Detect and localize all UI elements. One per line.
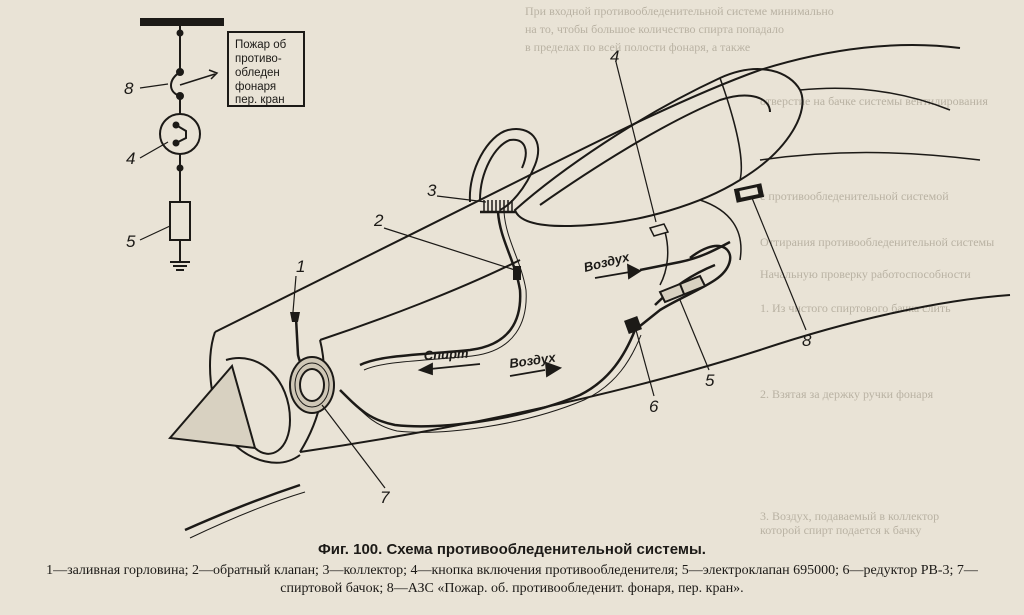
canopy-outline (513, 68, 804, 228)
schematic-label-8: 8 (124, 79, 134, 98)
control-cable (659, 231, 669, 286)
bg-line: в пределах по всей полости фонаря, а так… (525, 40, 750, 54)
fuselage-outline (168, 43, 1011, 539)
flow-label-spirt: Спирт (423, 346, 469, 363)
callout-2: 2 (373, 211, 384, 230)
bg-line: Начальную проверку работоспособности (760, 267, 971, 281)
figure-legend: 1—заливная горловина; 2—обратный клапан;… (46, 563, 978, 596)
schematic-label-5: 5 (126, 232, 136, 251)
flow-label-air-lower: Воздух (508, 350, 557, 371)
relay-box-line: пер. кран (235, 94, 285, 106)
relay-box-text: Пожар об противо- обледен фонаря пер. кр… (235, 39, 287, 106)
bg-line: которой спирт подается к бачку (760, 523, 921, 537)
windscreen-frame (468, 128, 540, 211)
callout-7: 7 (380, 488, 390, 507)
bg-line: с противообледенительной системой (760, 189, 949, 203)
relay-box-line: обледен (235, 67, 280, 79)
deicing-button (648, 223, 670, 237)
breaker-label-box (227, 31, 305, 107)
callout-3: 3 (427, 181, 437, 200)
push-button-symbol (159, 113, 201, 155)
callout-1: 1 (296, 257, 305, 276)
callout-8: 8 (802, 331, 812, 350)
check-valve (513, 266, 521, 280)
background-print: При входной противообледенительной систе… (525, 4, 994, 537)
bg-line: 3. Воздух, подаваемый в коллектор (760, 509, 939, 523)
solenoid-valve (658, 274, 707, 304)
bg-line: 2. Взятая за держку ручки фонаря (760, 387, 934, 401)
air-line-lower (339, 329, 637, 428)
callout-5: 5 (705, 371, 715, 390)
ground-symbol (170, 261, 190, 271)
reducer (624, 316, 642, 334)
bg-line: Оттирания противообледенительной системы (760, 235, 994, 249)
relay-box-line: Пожар об (235, 39, 287, 51)
flow-arrows (417, 263, 642, 378)
air-line-upper (639, 240, 731, 272)
relay-box-line: фонаря (235, 81, 276, 93)
solenoid-valve-symbol (169, 201, 191, 241)
filler-neck-cap (290, 312, 300, 322)
callout-6: 6 (649, 397, 659, 416)
spirit-tank (289, 356, 335, 414)
circuit-breaker-symbol (170, 68, 219, 100)
piping (294, 199, 742, 433)
schematic-label-4: 4 (126, 149, 135, 168)
bg-line: При входной противообледенительной систе… (525, 4, 834, 18)
bg-line: 1. Из чистого спиртового бачка слить (760, 301, 951, 315)
power-bus-bar (140, 18, 224, 26)
electrical-schematic (139, 18, 305, 271)
bg-line: отверстие на бачке системы вентилировани… (760, 94, 988, 108)
relay-box-line: противо- (235, 53, 282, 65)
bg-line: на то, чтобы большое количество спирта п… (525, 22, 784, 36)
callout-leaders (292, 61, 807, 489)
spirit-line (359, 211, 522, 367)
figure-title: Фиг. 100. Схема противообледенительной с… (318, 541, 706, 558)
callout-4: 4 (610, 47, 619, 66)
circuit-breaker-panel (733, 183, 765, 203)
flow-label-air-upper: Воздух (582, 249, 631, 275)
